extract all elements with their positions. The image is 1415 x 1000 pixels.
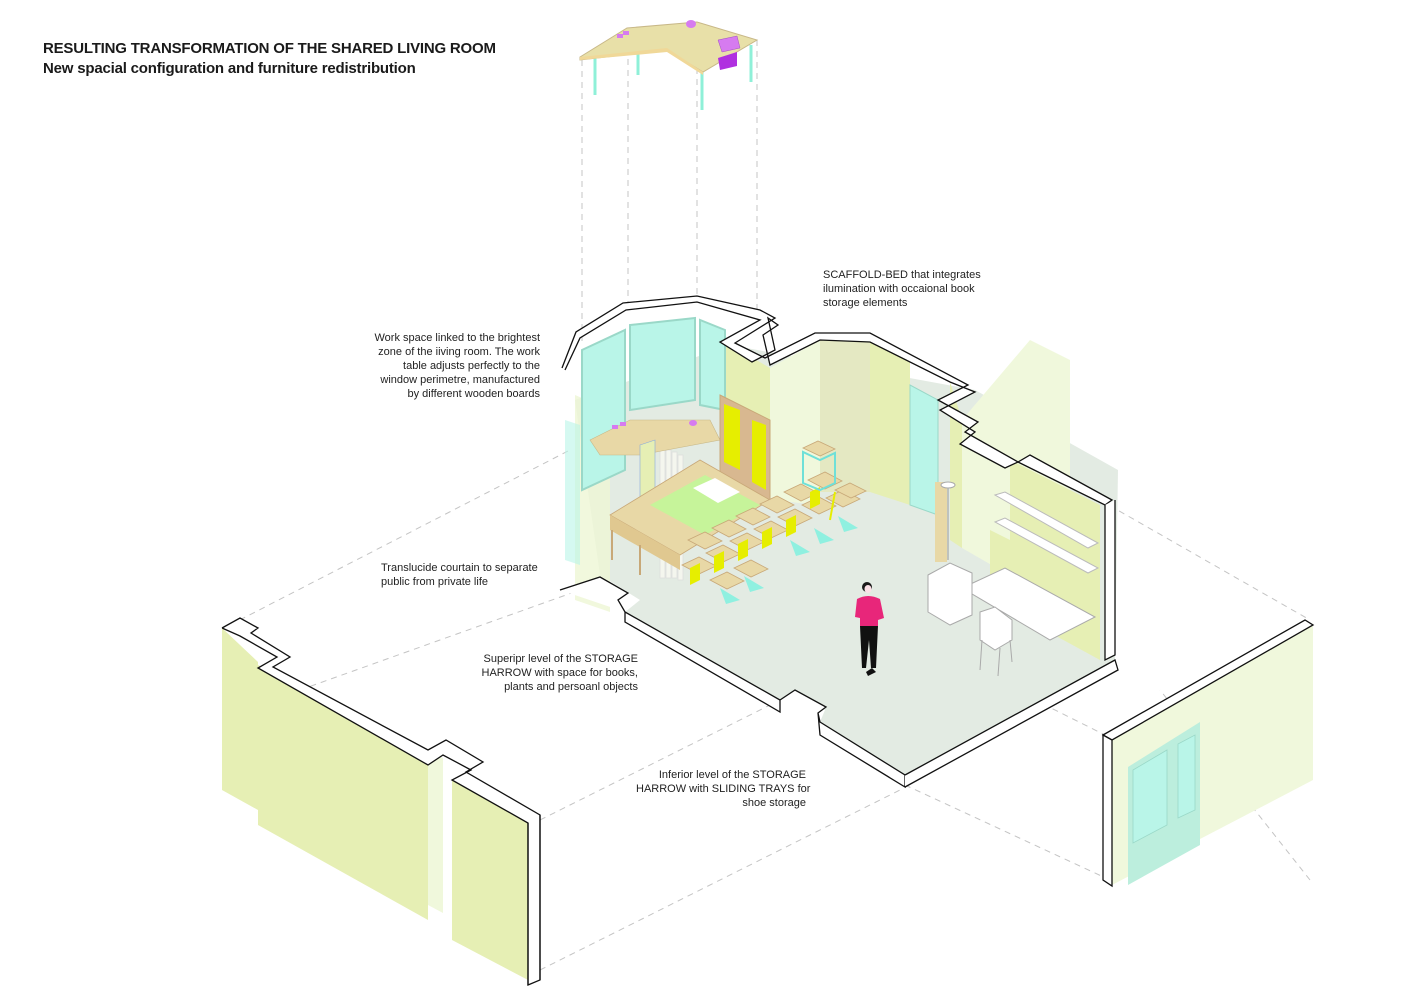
annotation-work-space: Work space linked to the brightest zone … (374, 332, 541, 400)
annotation-storage-lower: Inferior level of the STORAGE HARROW wit… (636, 769, 811, 809)
person-figure (855, 582, 884, 676)
page-subtitle: New spacial configuration and furniture … (43, 60, 416, 77)
annotation-curtain: Translucide courtain to separate public … (381, 562, 538, 588)
title-block: RESULTING TRANSFORMATION OF THE SHARED L… (43, 39, 496, 79)
annotation-storage-upper: Superipr level of the STORAGE HARROW wit… (481, 653, 639, 693)
detached-right-wall (1101, 619, 1315, 888)
page-title: RESULTING TRANSFORMATION OF THE SHARED L… (43, 40, 496, 57)
wall-shelves (993, 491, 1100, 574)
floor-lamp (935, 481, 956, 562)
desk-area (927, 562, 1097, 677)
detached-left-wall (221, 617, 541, 986)
scaffold-bed (609, 394, 771, 575)
room-back-walls (565, 316, 1100, 660)
annotation-scaffold-bed: SCAFFOLD-BED that integrates ilumination… (823, 269, 981, 309)
exploded-work-table (579, 20, 759, 110)
storage-harrow (681, 440, 867, 604)
room-wall-outline (559, 295, 1119, 789)
